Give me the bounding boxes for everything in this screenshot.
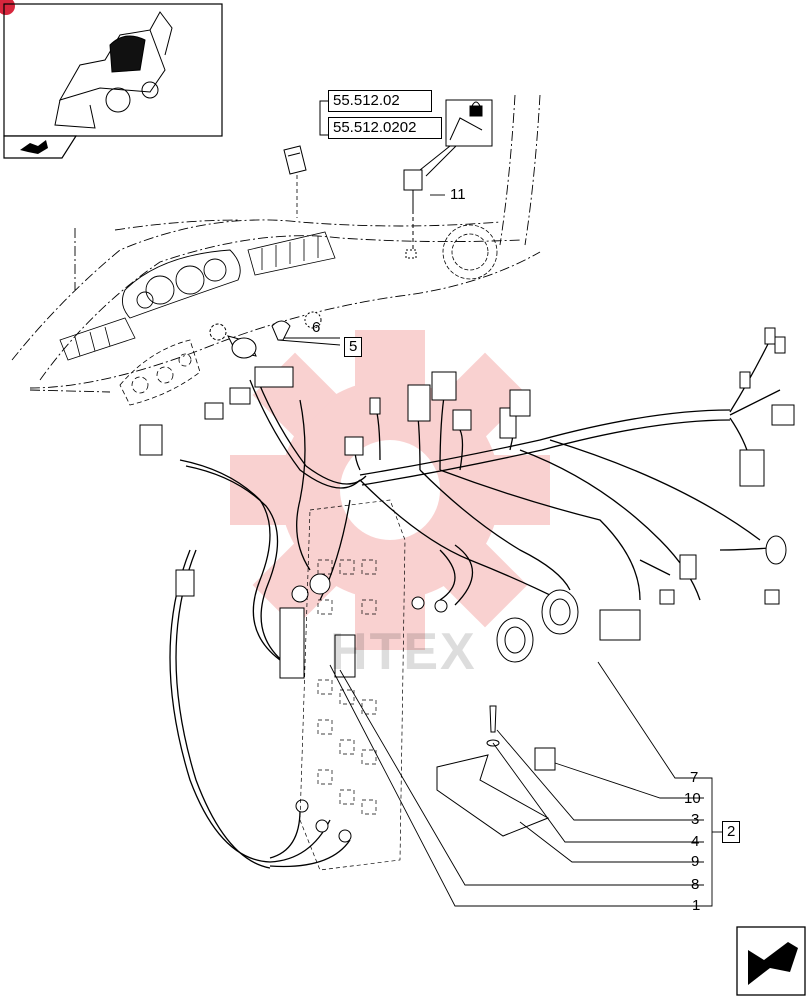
relay [534,747,556,771]
leader-lines [277,194,722,907]
rocker-switch [283,145,307,175]
watermark-text: HTEX [330,623,477,681]
callout-1: 1 [692,897,701,914]
corner-badge-icon [0,0,15,15]
mounting-plate [436,705,550,837]
callout-4: 4 [691,833,700,850]
item11-connector [403,169,423,259]
callout-3: 3 [691,811,700,828]
gear-watermark-icon [230,330,550,650]
instrument-cluster [121,249,241,319]
next-page-arrow-icon[interactable] [736,926,806,996]
harness-connectors [139,327,795,679]
ref-box-55-512-02[interactable]: 55.512.02 [328,90,432,112]
fuse-board [299,499,406,871]
ignition-switch [209,311,322,359]
lower-dash-gauges [119,339,201,406]
callout-7: 7 [690,769,699,786]
callout-6: 6 [312,319,321,336]
callout-10: 10 [684,790,701,807]
round-connectors [291,535,787,663]
ref-box-55-512-0202[interactable]: 55.512.0202 [328,117,442,139]
dash-switch-panel [59,231,336,361]
machine-thumbnail-icon [3,3,223,137]
padlock-icon [419,99,493,177]
dashboard-outline [11,94,541,393]
round-side-gauge [442,224,498,280]
view-arrow-icon [3,135,78,159]
callout-8: 8 [691,876,700,893]
ring-terminals [295,596,448,843]
callout-5-box[interactable]: 5 [344,337,363,357]
ref-bracket [319,100,328,136]
callout-2-box[interactable]: 2 [722,821,741,843]
callout-9: 9 [691,853,700,870]
callout-11: 11 [450,186,466,203]
